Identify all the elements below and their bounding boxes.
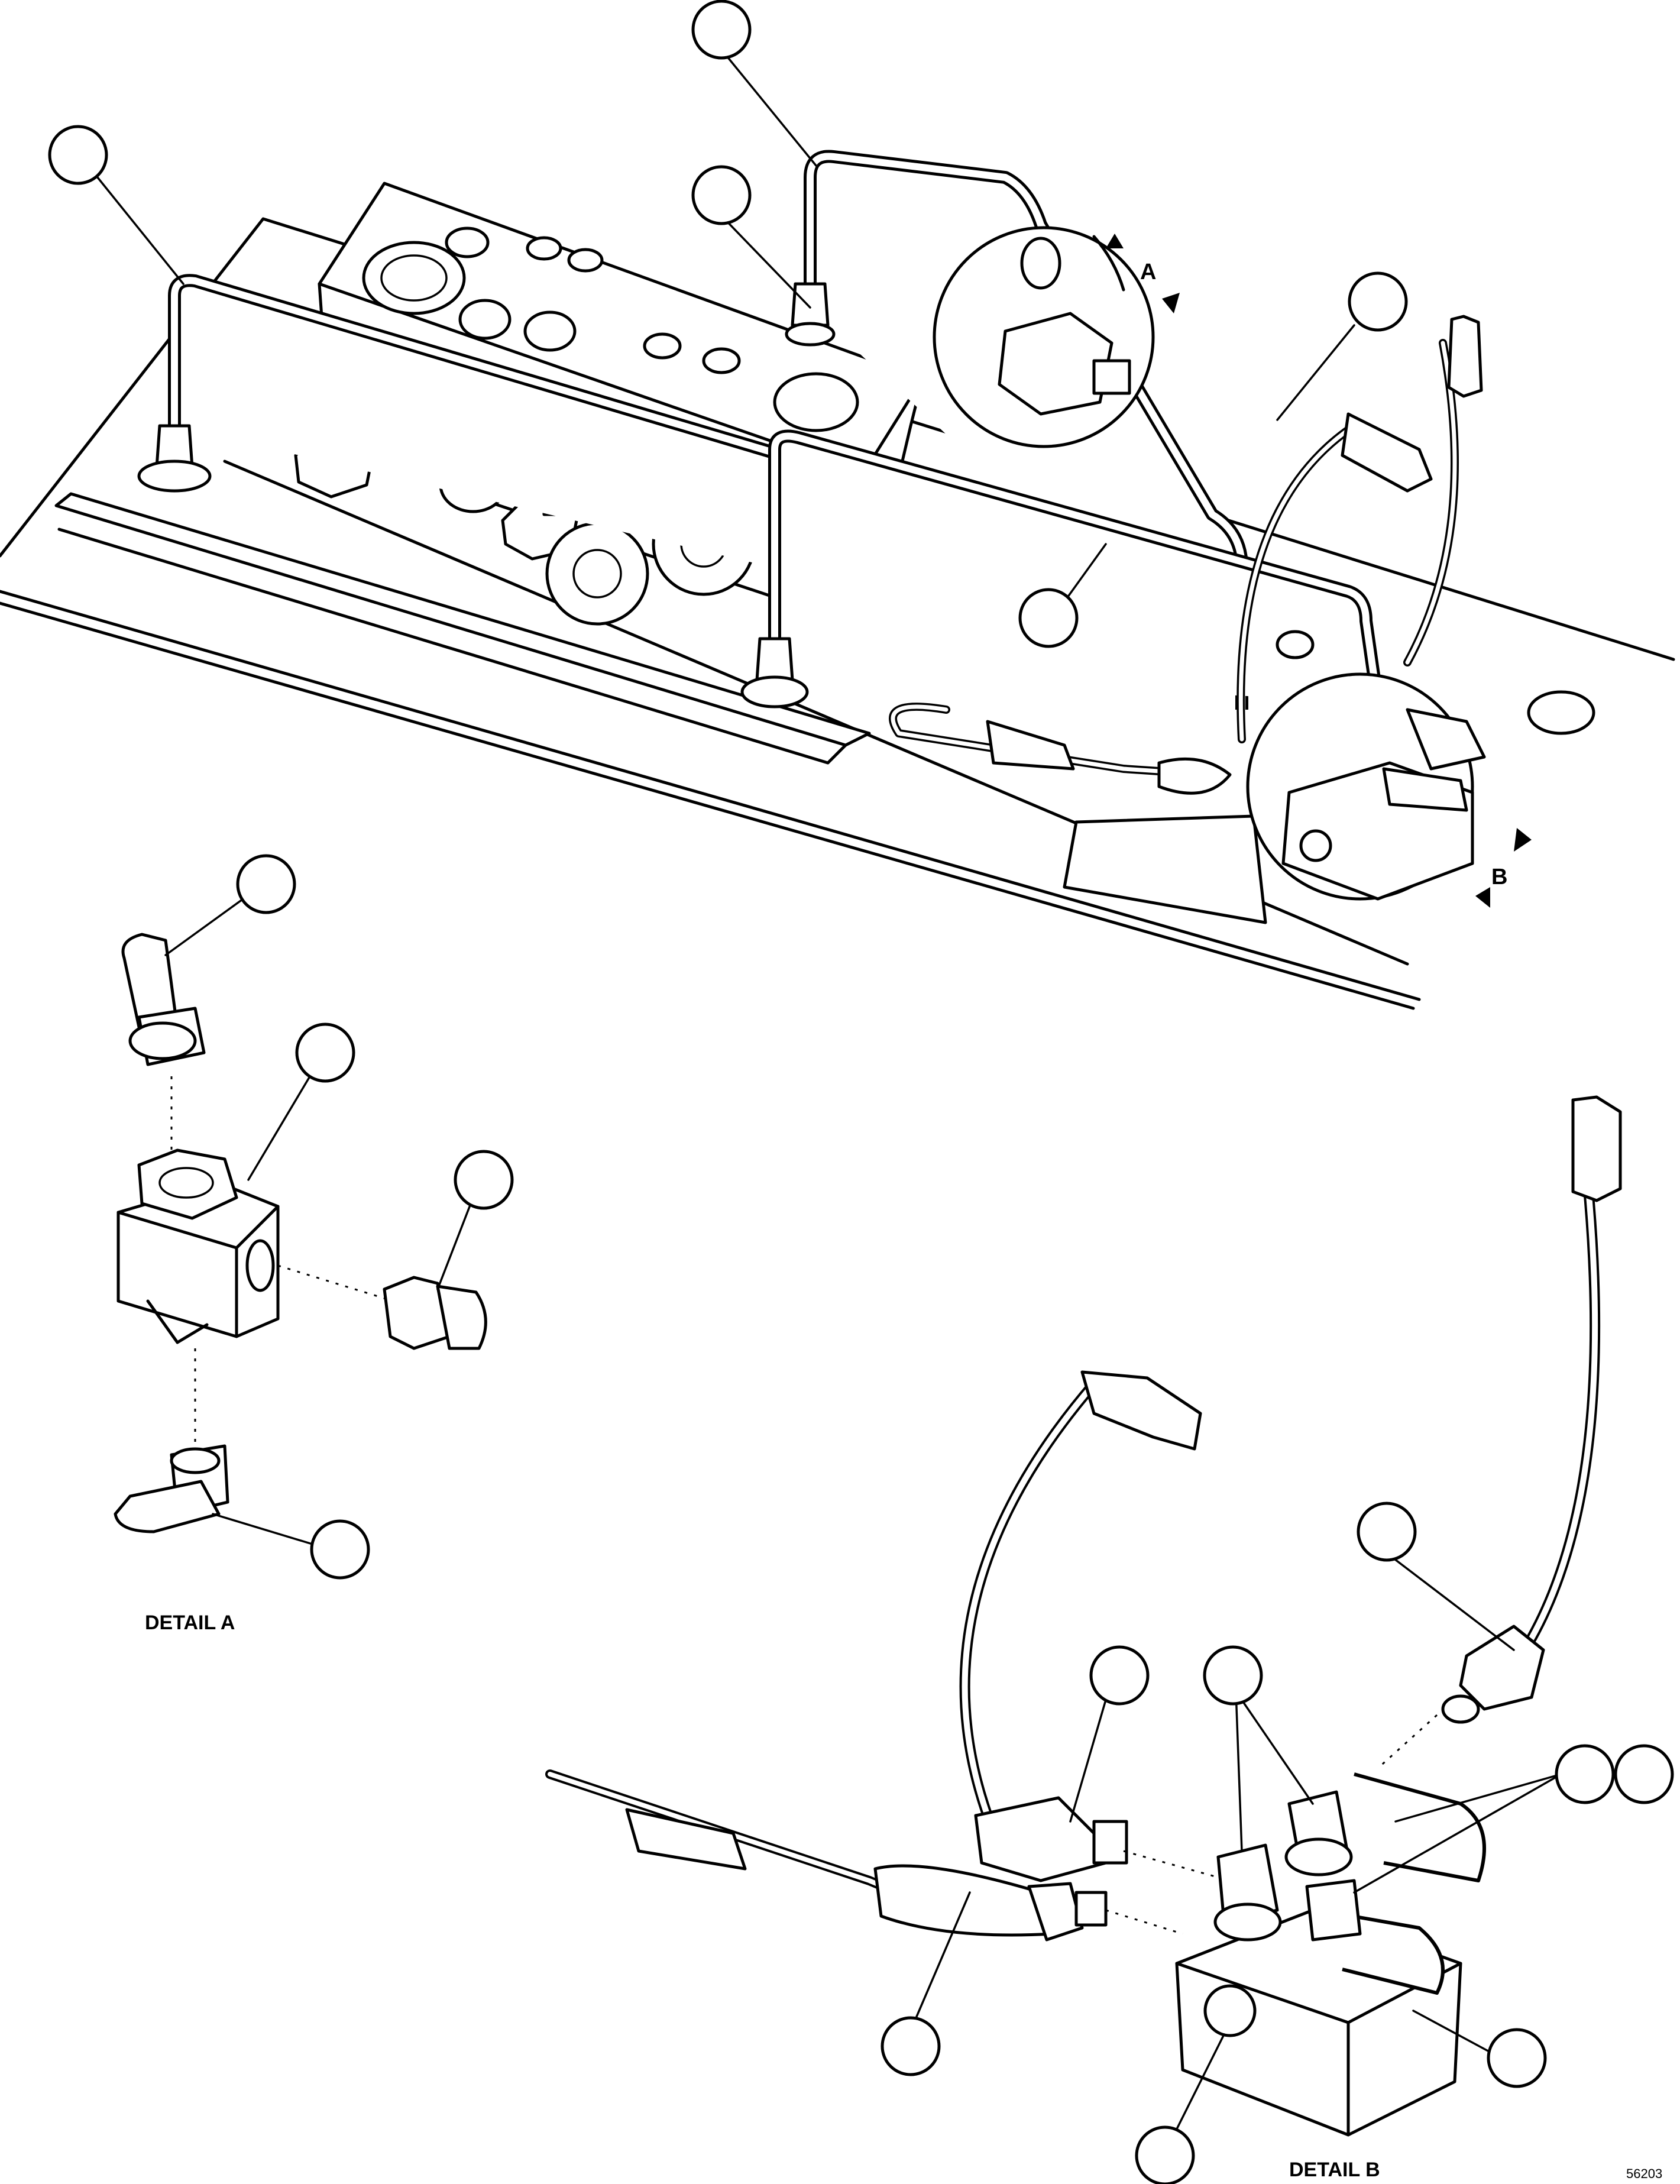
- connector: [1341, 412, 1433, 493]
- callout-balloon: [1614, 1744, 1674, 1804]
- connector: [1447, 315, 1483, 398]
- detail-b-view: DETAIL B: [545, 1095, 1674, 2184]
- plug-bolt: [1203, 1984, 1257, 2037]
- figure-number: 56203: [1626, 2166, 1662, 2181]
- detail-b-callout-letter: B: [1491, 865, 1507, 889]
- callout-balloon: [48, 125, 108, 185]
- connector: [1571, 1095, 1622, 1202]
- connector: [1080, 1370, 1202, 1451]
- sensor-cables: [889, 315, 1483, 795]
- solenoid-coil: [545, 522, 649, 626]
- callout-balloon: [1357, 1502, 1417, 1562]
- manifold-port: [362, 241, 466, 315]
- callout-balloon: [454, 1150, 514, 1210]
- callout-balloon: [1018, 588, 1079, 648]
- elbow-fitting: [121, 933, 206, 1066]
- plug-fitting: [383, 1276, 487, 1350]
- tube-nut: [755, 637, 794, 682]
- callout-balloon: [1089, 1645, 1150, 1706]
- detail-a-caption: DETAIL A: [145, 1612, 235, 1634]
- callout-balloon: [295, 1023, 355, 1083]
- tube-nut: [791, 282, 830, 327]
- connector: [625, 1808, 747, 1871]
- connector: [986, 720, 1075, 771]
- callout-balloon: [881, 2016, 941, 2076]
- frame-rail: [54, 492, 871, 747]
- callout-balloon: [1555, 1744, 1615, 1804]
- callout-balloon: [1487, 2028, 1547, 2088]
- elbow-fitting: [114, 1444, 229, 1533]
- manifold-port: [773, 372, 859, 432]
- detail-b-callout: B: [1246, 672, 1532, 908]
- callout-balloon: [691, 0, 752, 60]
- sensor-manifold-block: [1175, 1772, 1486, 2137]
- detail-b-caption: DETAIL B: [1289, 2159, 1380, 2181]
- tee-body: [116, 1148, 280, 1344]
- detail-a-callout-letter: A: [1140, 260, 1156, 284]
- callout-balloon: [1348, 271, 1408, 332]
- rail-bracket: [1063, 814, 1267, 924]
- main-assembly-view: A B: [0, 0, 1675, 1010]
- detail-a-view: DETAIL A: [114, 854, 514, 1634]
- callout-balloon: [310, 1519, 370, 1580]
- detail-a-callout: A: [933, 226, 1180, 448]
- callout-balloon: [1203, 1645, 1263, 1706]
- pressure-switch: [974, 1796, 1108, 1882]
- pressure-sensor: [1459, 1625, 1545, 1711]
- callout-balloon: [236, 854, 296, 914]
- callout-balloon: [1135, 2125, 1195, 2184]
- callout-balloon: [691, 165, 752, 225]
- loop-hose: [1354, 1772, 1486, 1882]
- detail-a-arrow: [1092, 235, 1125, 292]
